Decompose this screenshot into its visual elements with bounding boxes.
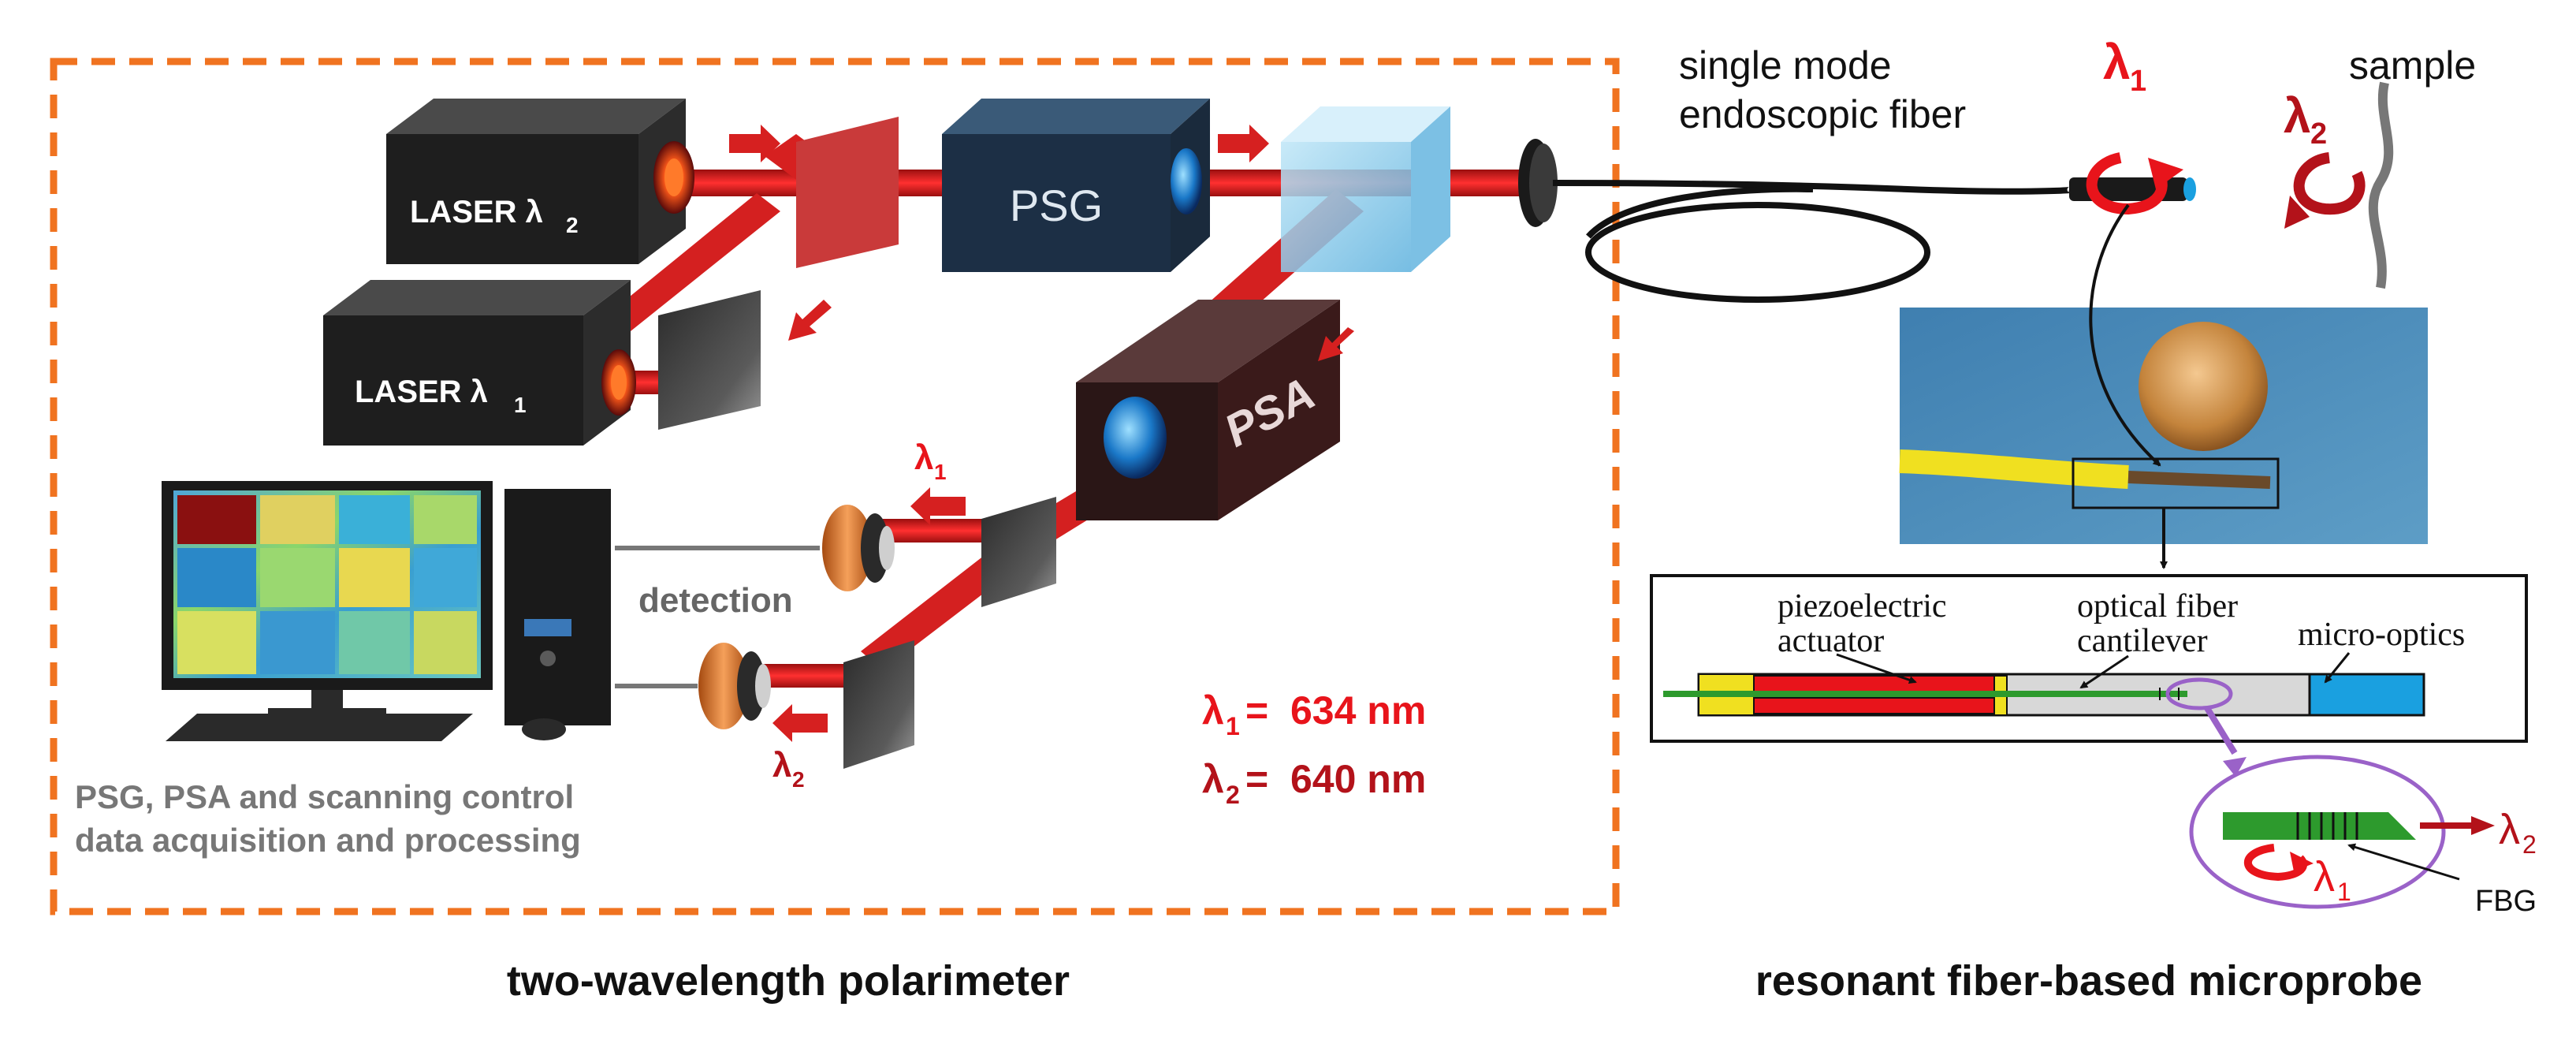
- dichroic-mirror: [796, 117, 899, 268]
- single-mode-fiber: [1552, 180, 2074, 303]
- probe-schematic: [1650, 574, 2528, 743]
- microprobe-caption: resonant fiber-based microprobe: [1755, 957, 2422, 1005]
- det1-subscript: 1: [934, 460, 947, 484]
- mirror-1: [658, 290, 761, 430]
- det1-lambda: λ: [914, 438, 933, 477]
- laser1-label: LASER λ: [355, 375, 488, 409]
- psg-label: PSG: [1010, 181, 1103, 230]
- wl1-subscript: 1: [1226, 712, 1240, 740]
- cantilever-label-line2: cantilever: [2077, 623, 2208, 659]
- control-line1: PSG, PSA and scanning control: [75, 778, 574, 815]
- mirror-det1: [981, 497, 1056, 607]
- zoom-lambda2: λ: [2499, 806, 2520, 853]
- psg-box: PSG: [942, 99, 1210, 272]
- zoom-subscript1: 1: [2337, 878, 2351, 906]
- tip-rotation-arrow: [2086, 152, 2183, 215]
- fbg-zoom: [2189, 755, 2446, 909]
- det2-lambda: λ: [772, 746, 791, 785]
- tip-lambda: λ: [2103, 35, 2130, 90]
- zoom-subscript2: 2: [2522, 830, 2537, 859]
- zoom-lambda1: λ: [2314, 853, 2335, 900]
- beam-direction-arrows: [729, 125, 1354, 742]
- laser2-subscript: 2: [566, 213, 579, 237]
- fbg-label: FBG: [2475, 885, 2537, 918]
- probe-photo: [1899, 308, 2428, 544]
- wl2-lambda: λ: [1202, 757, 1224, 801]
- wl1-lambda: λ: [1202, 688, 1224, 733]
- fiber-coupler: [1518, 139, 1558, 227]
- piezo-label-line2: actuator: [1778, 623, 1884, 659]
- wl2-subscript: 2: [1226, 781, 1240, 809]
- det2-subscript: 2: [792, 767, 805, 792]
- sample-rotation-arrow: [2284, 152, 2366, 229]
- cantilever-label-line1: optical fiber: [2077, 588, 2238, 625]
- sample-label: sample: [2349, 43, 2476, 88]
- fiber-label-line1: single mode: [1679, 43, 1892, 88]
- tip-to-photo-arrow: [2089, 203, 2161, 467]
- piezo-label-line1: piezoelectric: [1778, 588, 1947, 625]
- detector-2: [698, 643, 771, 729]
- polarimeter-frame: [50, 58, 1620, 915]
- beam-splitter: [1281, 106, 1450, 272]
- wl1-value: = 634 nm: [1245, 688, 1426, 733]
- psa-box: PSA: [1076, 300, 1340, 520]
- computer: [162, 481, 611, 741]
- laser-2: LASER λ 2: [386, 99, 694, 264]
- tip-subscript: 1: [2130, 65, 2146, 98]
- polarimeter-caption: two-wavelength polarimeter: [507, 957, 1070, 1005]
- fiber-label-line2: endoscopic fiber: [1679, 92, 1966, 136]
- sample-surface: [2368, 81, 2394, 289]
- detector-1: [822, 505, 895, 591]
- wavelength-values: λ 1 = 634 nm λ 2 = 640 nm: [1202, 688, 1426, 809]
- mirror-det2: [843, 640, 914, 769]
- microoptics-label: micro-optics: [2298, 617, 2465, 653]
- detection-label: detection: [638, 581, 793, 620]
- laser1-subscript: 1: [514, 393, 527, 417]
- wl2-value: = 640 nm: [1245, 757, 1426, 801]
- sample-lambda: λ: [2284, 89, 2310, 144]
- control-line2: data acquisition and processing: [75, 822, 581, 859]
- laser2-label: LASER λ: [410, 195, 543, 229]
- sample-subscript: 2: [2310, 117, 2327, 151]
- laser-1: LASER λ 1: [323, 280, 636, 446]
